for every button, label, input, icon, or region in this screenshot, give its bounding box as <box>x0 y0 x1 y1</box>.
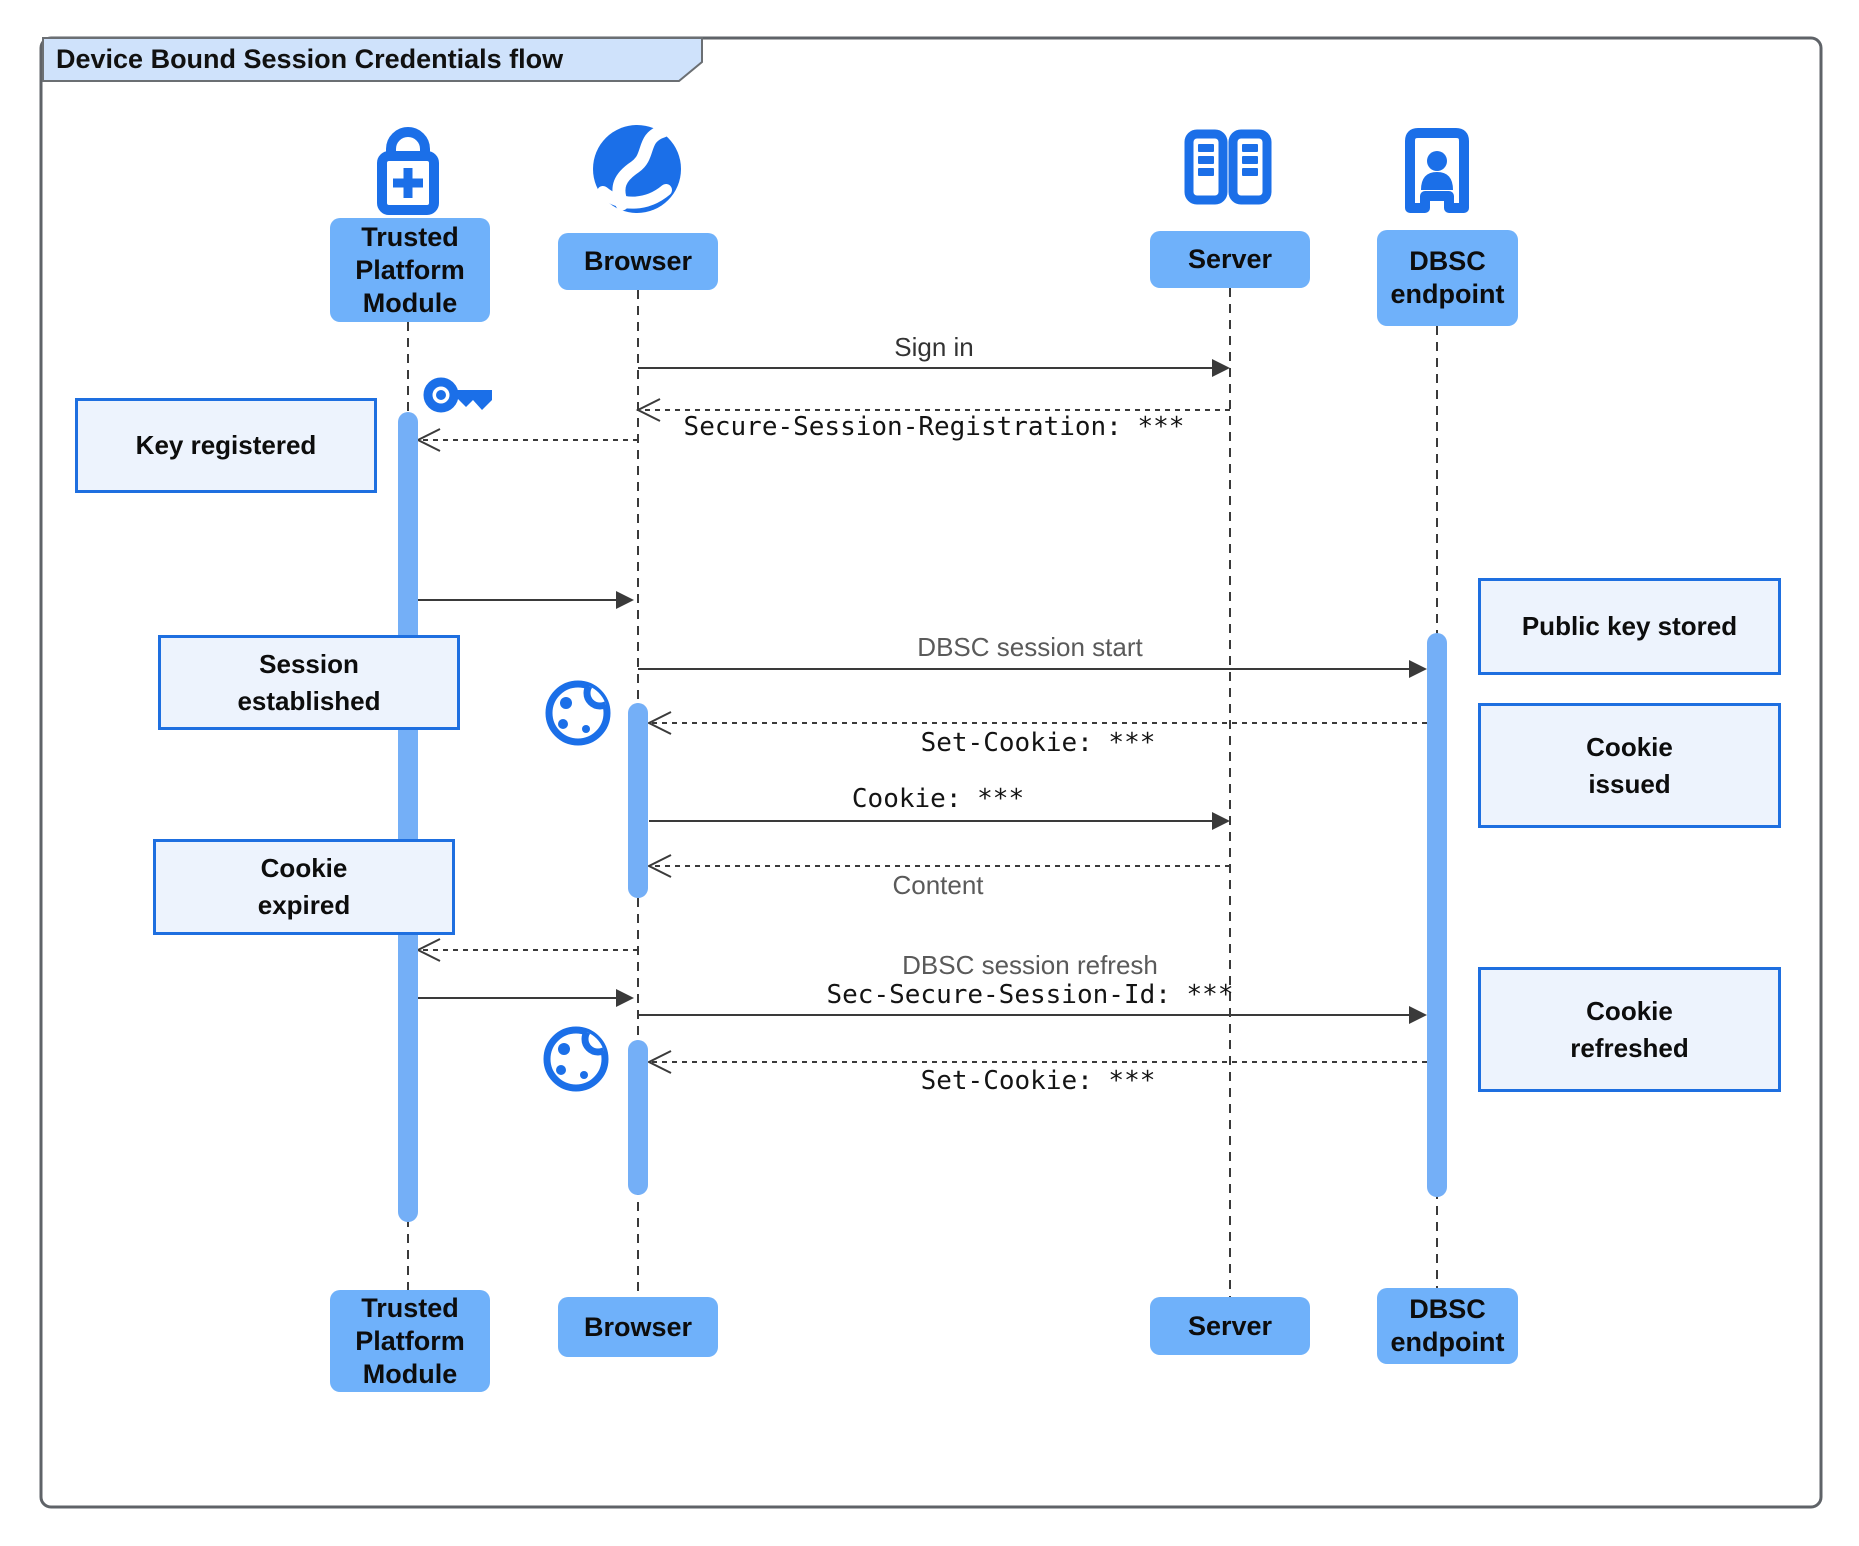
actor-browser-bottom-label: Browser <box>558 1297 718 1357</box>
note-cookie-refreshed: Cookie refreshed <box>1478 967 1781 1092</box>
session-start-arrow <box>638 660 1427 678</box>
set-cookie-1-arrow <box>646 711 1427 735</box>
tpm-reply-arrow <box>418 591 634 609</box>
expired-key-arrow <box>415 938 638 962</box>
cookie-icon <box>543 1026 609 1092</box>
note-public-key-stored: Public key stored <box>1478 578 1781 675</box>
session-start-label: DBSC session start <box>917 632 1143 662</box>
actor-dbsc-bottom-label: DBSC endpoint <box>1377 1288 1518 1364</box>
tpm-reply-2-arrow <box>418 989 634 1007</box>
content-arrow <box>646 854 1230 878</box>
door-person-icon <box>1405 128 1469 213</box>
session-refresh-arrow <box>638 1006 1427 1024</box>
note-session-established: Session established <box>158 635 460 730</box>
sign-in-label: Sign in <box>894 332 974 362</box>
actor-dbsc-top-label: DBSC endpoint <box>1377 230 1518 326</box>
set-cookie-2-arrow <box>646 1050 1427 1074</box>
browser-activation-bar-1 <box>628 703 648 898</box>
note-cookie-expired: Cookie expired <box>153 839 455 935</box>
sign-in-arrow <box>638 359 1230 377</box>
tpm-activation-bar <box>398 412 418 1222</box>
note-key-registered: Key registered <box>75 398 377 493</box>
key-icon <box>423 377 492 413</box>
lock-plus-icon <box>377 127 439 215</box>
actor-tpm-bottom-label: Trusted Platform Module <box>330 1290 490 1392</box>
content-label: Content <box>892 870 984 900</box>
register-key-arrow <box>415 428 638 452</box>
note-cookie-issued: Cookie issued <box>1478 703 1781 828</box>
dbsc-activation-bar <box>1427 633 1447 1197</box>
browser-activation-bar-2 <box>628 1040 648 1195</box>
cookie-arrow <box>649 812 1230 830</box>
cookie-label: Cookie: *** <box>851 784 1025 814</box>
cookie-icon <box>545 680 611 746</box>
actor-tpm-top-label: Trusted Platform Module <box>330 218 490 322</box>
diagram-frame <box>39 36 1823 1509</box>
actor-server-bottom-label: Server <box>1150 1297 1310 1355</box>
globe-icon <box>593 124 681 213</box>
registration-label: Secure-Session-Registration: *** <box>683 412 1185 442</box>
diagram-title: Device Bound Session Credentials flow <box>56 44 564 74</box>
server-rack-icon <box>1184 129 1272 205</box>
set-cookie-2-label: Set-Cookie: *** <box>920 1066 1156 1096</box>
session-refresh-label: DBSC session refresh <box>902 950 1158 980</box>
registration-arrow <box>635 398 1230 422</box>
session-refresh-id-label: Sec-Secure-Session-Id: *** <box>826 980 1234 1010</box>
actor-server-top-label: Server <box>1150 231 1310 288</box>
set-cookie-1-label: Set-Cookie: *** <box>920 728 1156 758</box>
title-tab <box>42 37 703 82</box>
actor-browser-top-label: Browser <box>558 233 718 290</box>
